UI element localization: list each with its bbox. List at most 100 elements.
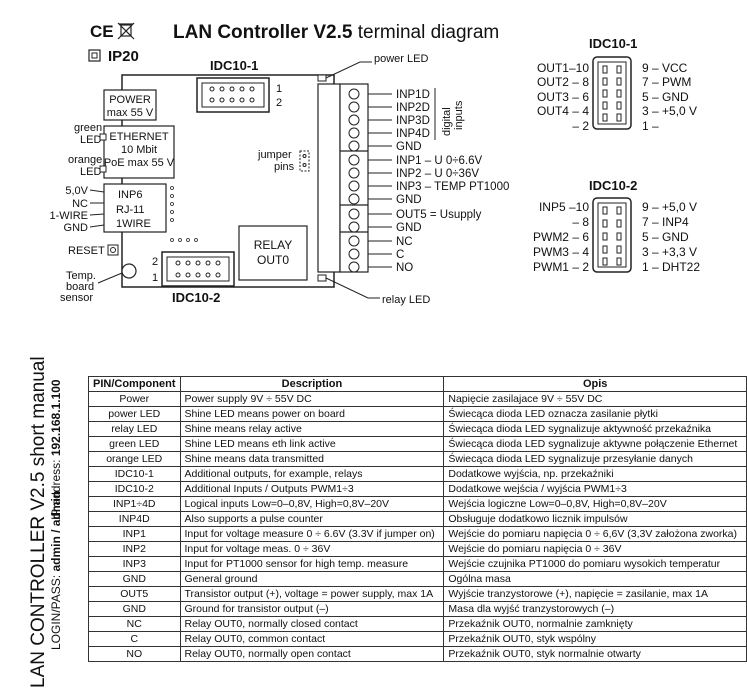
description-cell: Shine LED means power on board xyxy=(179,406,445,422)
login-pass-label: LOGIN/PASS: xyxy=(49,571,63,650)
power-led-icon xyxy=(317,74,327,82)
ip-rating: IP20 xyxy=(108,48,139,65)
terminal-label: INP4D xyxy=(396,128,430,140)
opis-cell: Przekaźnik OUT0, styk normalnie otwarty xyxy=(443,646,747,662)
header-pin: PIN/Component xyxy=(88,376,181,392)
idc10-1-pinout-title: IDC10-1 xyxy=(589,36,637,51)
terminal-diagram: CE IP20 LAN Controller V2.5 terminal dia… xyxy=(0,0,747,340)
idc10-1-connector xyxy=(196,77,270,113)
opis-cell: Wejście czujnika PT1000 do pomiaru wysok… xyxy=(443,556,747,572)
temp-sensor-icon xyxy=(121,263,137,279)
opis-cell: Wejścia logiczne Low=0–0,8V, High=0,8V–2… xyxy=(443,496,747,512)
ce-mark: CE xyxy=(90,22,114,41)
relay-box-label: RELAY xyxy=(254,238,292,252)
orange-led-label-2: LED xyxy=(80,166,101,178)
description-cell: Ground for transistor output (–) xyxy=(179,601,445,617)
inp6-pin-gnd: GND xyxy=(64,222,89,234)
opis-cell: Wyjście tranzystorowe (+), napięcie = za… xyxy=(443,586,747,602)
idc10-1-right-pin: 1 – xyxy=(642,119,659,133)
description-cell: Input for PT1000 sensor for high temp. m… xyxy=(179,556,445,572)
description-cell: Also supports a pulse counter xyxy=(179,511,445,527)
ethernet-box-title: ETHERNET xyxy=(109,131,169,143)
description-cell: Shine means relay active xyxy=(179,421,445,437)
pin-cell: INP2 xyxy=(88,541,181,557)
pin-cell: INP3 xyxy=(88,556,181,572)
terminal-label: INP2 – U 0÷36V xyxy=(396,168,479,180)
relay-box xyxy=(238,225,308,281)
idc10-2-left-pin: PWM3 – 4 xyxy=(533,245,589,259)
terminal-label: INP3 – TEMP PT1000 xyxy=(396,181,509,193)
idc10-1-right-pin: 9 – VCC xyxy=(642,61,688,75)
description-cell: Input for voltage measure 0 ÷ 6.6V (3.3V… xyxy=(179,526,445,542)
idc10-1-board-label: IDC10-1 xyxy=(210,58,258,73)
description-cell: Power supply 9V ÷ 55V DC xyxy=(179,391,445,407)
terminal-screw-icon xyxy=(348,88,360,100)
pin-cell: INP1 xyxy=(88,526,181,542)
temp-sensor-label: Temp. xyxy=(66,270,96,282)
opis-cell: Dodatkowe wyjścia, np. przekaźniki xyxy=(443,466,747,482)
description-cell: Logical inputs Low=0–0,8V, High=0,8V–20V xyxy=(179,496,445,512)
side-ip-address: IP address: 192.168.1.100 xyxy=(49,379,63,520)
terminal-label: INP1D xyxy=(396,89,430,101)
temp-sensor-label-2: board xyxy=(66,281,94,293)
idc10-2-left-pin: PWM2 – 6 xyxy=(533,230,589,244)
pin-cell: INP1÷4D xyxy=(88,496,181,512)
opis-cell: Obsługuje dodatkowo licznik impulsów xyxy=(443,511,747,527)
description-cell: Relay OUT0, normally closed contact xyxy=(179,616,445,632)
table-header-row: PIN/Component Description Opis xyxy=(88,376,747,392)
idc10-1-right-pin: 7 – PWM xyxy=(642,75,691,89)
description-cell: Relay OUT0, normally open contact xyxy=(179,646,445,662)
idc10-2-board-label: IDC10-2 xyxy=(172,290,220,305)
digital-label: digital xyxy=(441,107,453,136)
opis-cell: Przekaźnik OUT0, normalnie zamknięty xyxy=(443,616,747,632)
terminal-label: GND xyxy=(396,222,422,234)
description-cell: Additional Inputs / Outputs PWM1÷3 xyxy=(179,481,445,497)
terminal-label: INP2D xyxy=(396,102,430,114)
jumper-label: jumper xyxy=(257,149,292,161)
relay-led-icon xyxy=(317,274,327,282)
green-led-icon xyxy=(99,133,107,141)
pin-cell: IDC10-2 xyxy=(88,481,181,497)
pin-cell: Power xyxy=(88,391,181,407)
opis-cell: Masa dla wyjść tranzystorowych (–) xyxy=(443,601,747,617)
opis-cell: Wejście do pomiaru napięcia 0 ÷ 6,6V (3,… xyxy=(443,526,747,542)
power-box xyxy=(103,89,157,121)
idc10-2-right-pin: 7 – INP4 xyxy=(642,215,689,229)
orange-led-icon xyxy=(99,165,107,173)
idc10-2-left-pin: PWM1 – 2 xyxy=(533,260,589,274)
description-cell: Shine LED means eth link active xyxy=(179,436,445,452)
idc10-1-pinout-connector xyxy=(592,56,632,130)
idc10-2-right-pin: 5 – GND xyxy=(642,230,689,244)
page-title: LAN Controller V2.5 terminal diagram xyxy=(173,22,499,43)
terminal-label: C xyxy=(396,249,404,261)
side-manual-title: LAN CONTROLLER V2.5 short manual xyxy=(28,356,49,688)
pin-cell: INP4D xyxy=(88,511,181,527)
terminal-screw-icon xyxy=(348,193,360,205)
inp6-box-title: INP6 xyxy=(118,189,142,201)
terminal-screw-icon xyxy=(348,180,360,192)
idc10-2-right-pin: 1 – DHT22 xyxy=(642,260,700,274)
ip-address-value: 192.168.1.100 xyxy=(49,379,63,457)
idc10-1-left-pin: OUT2 – 8 xyxy=(537,75,589,89)
idc10-1-right-pin: 5 – GND xyxy=(642,90,689,104)
green-led-label-2: LED xyxy=(80,134,101,146)
terminal-label: GND xyxy=(396,194,422,206)
terminal-blocks xyxy=(317,83,369,273)
pin-cell: green LED xyxy=(88,436,181,452)
inp6-pin-nc: NC xyxy=(72,198,88,210)
pin-cell: NO xyxy=(88,646,181,662)
green-led-label: green xyxy=(74,122,102,134)
pin-cell: OUT5 xyxy=(88,586,181,602)
terminal-screw-icon xyxy=(348,261,360,273)
